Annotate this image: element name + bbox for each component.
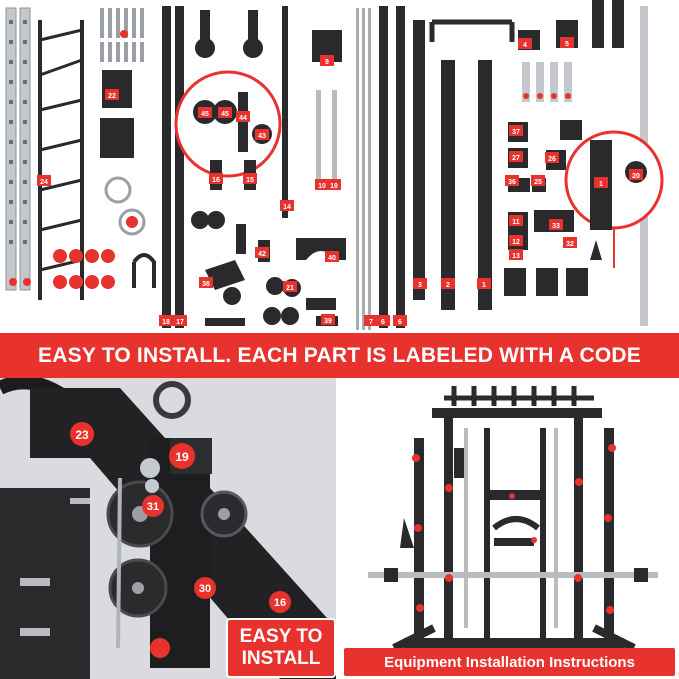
part-label-16: 16	[209, 173, 223, 184]
part-label-27: 27	[509, 151, 523, 162]
code-30: 30	[199, 583, 211, 595]
part-code-text: 26	[548, 156, 556, 163]
part-label-37: 37	[509, 125, 523, 136]
badge-line-2: INSTALL	[241, 648, 321, 669]
code-16: 16	[274, 597, 286, 609]
part-code-text: 45	[201, 111, 209, 118]
code-23: 23	[75, 428, 89, 442]
part-code-text: 15	[246, 177, 254, 184]
part-label-4: 4	[518, 38, 532, 49]
part-label-9: 9	[320, 55, 334, 66]
part-label-42: 42	[255, 247, 269, 258]
part-code-text: 44	[239, 115, 247, 122]
part-code-text: 45	[221, 111, 229, 118]
part-code-text: 16	[212, 177, 220, 184]
part-label-25: 25	[531, 175, 545, 186]
part-code-text: 37	[512, 129, 520, 136]
badge-line-1: EASY TO	[239, 626, 323, 647]
part-label-12: 12	[509, 235, 523, 246]
part-label-1: 1	[477, 278, 491, 289]
part-code-text: 33	[552, 223, 560, 230]
part-code-text: 20	[632, 173, 640, 180]
part-label-14: 14	[280, 200, 294, 211]
part-code-text: 18	[162, 319, 170, 326]
part-label-6: 6	[393, 315, 407, 326]
part-label-26: 26	[545, 152, 559, 163]
part-code-text: 12	[512, 239, 520, 246]
part-label-10: 10	[315, 179, 329, 190]
part-label-40: 40	[325, 251, 339, 262]
part-label-1: 1	[594, 177, 608, 188]
part-code-text: 21	[286, 285, 294, 292]
part-label-33: 33	[549, 219, 563, 230]
part-code-text: 9	[325, 59, 329, 66]
part-label-21: 21	[283, 281, 297, 292]
part-code-text: 39	[324, 318, 332, 325]
part-code-text: 32	[566, 241, 574, 248]
banner-text: EASY TO INSTALL. EACH PART IS LABELED WI…	[38, 343, 641, 367]
code-31: 31	[147, 501, 159, 513]
part-code-text: 4	[523, 42, 527, 49]
part-label-32: 32	[563, 237, 577, 248]
part-label-39: 39	[321, 314, 335, 325]
part-label-11: 11	[509, 215, 523, 226]
install-banner: EASY TO INSTALL. EACH PART IS LABELED WI…	[0, 333, 679, 378]
installation-instructions-caption: Equipment Installation Instructions	[344, 648, 675, 676]
part-code-text: 13	[512, 253, 520, 260]
part-code-text: 10	[318, 183, 326, 190]
part-label-24: 24	[37, 175, 51, 186]
part-code-text: 24	[40, 179, 48, 186]
part-code-text: 43	[258, 133, 266, 140]
easy-to-install-badge: EASY TO INSTALL	[226, 618, 336, 678]
part-code-text: 27	[512, 155, 520, 162]
part-code-text: 38	[202, 281, 210, 288]
part-label-45: 45	[198, 107, 212, 118]
part-code-text: 6	[381, 319, 385, 326]
part-label-44: 44	[236, 111, 250, 122]
part-code-text: 42	[258, 251, 266, 258]
part-label-7: 7	[364, 315, 378, 326]
part-code-text: 2	[446, 282, 450, 289]
part-label-5: 5	[560, 37, 574, 48]
part-label-22: 22	[105, 89, 119, 100]
part-code-text: 5	[565, 41, 569, 48]
assembled-machine-photo	[344, 378, 679, 679]
pulley-closeup-photo: 23 19 31 30 16	[0, 378, 336, 679]
part-code-text: 7	[369, 319, 373, 326]
part-label-36: 36	[505, 175, 519, 186]
code-19: 19	[175, 450, 189, 464]
part-code-text: 1	[599, 181, 603, 188]
part-label-2: 2	[441, 278, 455, 289]
part-label-20: 20	[629, 169, 643, 180]
parts-illustration: 4545444316151494512023166710171819404238…	[5, 0, 664, 330]
part-label-13: 13	[509, 249, 523, 260]
part-code-text: 17	[176, 319, 184, 326]
pulley-closeup-illustration: 23 19 31 30 16	[0, 378, 336, 679]
part-label-18: 18	[159, 315, 173, 326]
part-label-43: 43	[255, 129, 269, 140]
part-label-17: 17	[173, 315, 187, 326]
part-code-text: 25	[534, 179, 542, 186]
part-label-3: 3	[413, 278, 427, 289]
part-code-text: 1	[482, 282, 486, 289]
part-code-text: 11	[512, 219, 520, 226]
part-label-38: 38	[199, 277, 213, 288]
part-code-text: 36	[508, 179, 516, 186]
assembled-machine-illustration	[344, 378, 679, 679]
part-code-text: 3	[418, 282, 422, 289]
part-label-19: 19	[327, 179, 341, 190]
part-code-text: 19	[330, 183, 338, 190]
part-label-15: 15	[243, 173, 257, 184]
part-code-text: 22	[108, 93, 116, 100]
panel-divider	[336, 378, 344, 679]
part-code-text: 40	[328, 255, 336, 262]
part-code-text: 14	[283, 204, 291, 211]
part-code-text: 6	[398, 319, 402, 326]
part-label-45: 45	[218, 107, 232, 118]
part-label-6: 6	[376, 315, 390, 326]
